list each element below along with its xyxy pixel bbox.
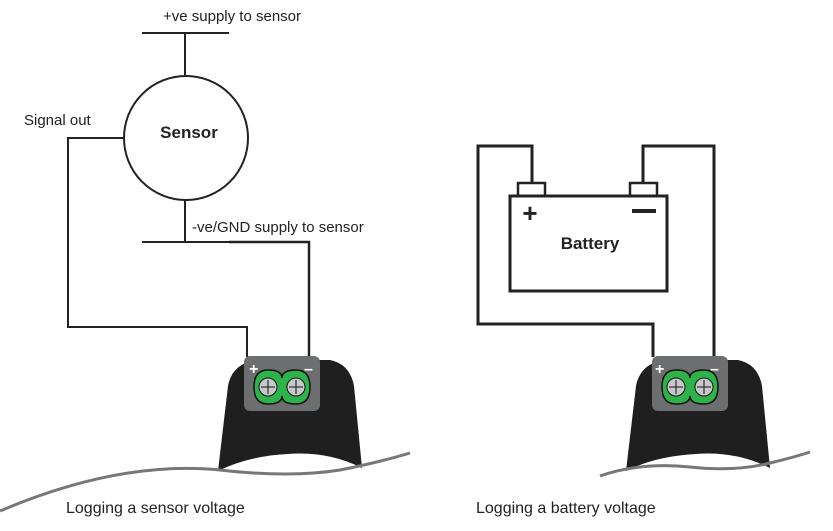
- battery-caption: Logging a battery voltage: [476, 500, 656, 517]
- signal-wire: [67, 137, 248, 357]
- sensor-diagram: +ve supply to sensor Sensor Signal out -…: [0, 8, 411, 517]
- battery-plus-sign: +: [522, 198, 537, 228]
- data-logger: [625, 355, 771, 472]
- logger-plus-label: +: [655, 361, 664, 378]
- logger-plus-label: +: [249, 361, 258, 378]
- battery-minus-sign: [632, 209, 656, 213]
- surface-line: [0, 451, 411, 513]
- logger-minus-label: –: [710, 361, 719, 378]
- surface-line: [599, 450, 811, 478]
- signal-out-label: Signal out: [24, 112, 92, 129]
- ground-supply-label: -ve/GND supply to sensor: [192, 219, 364, 236]
- sensor-caption: Logging a sensor voltage: [66, 500, 245, 517]
- battery-negative-wire: [641, 144, 716, 357]
- ground-to-logger-wire: [229, 240, 311, 357]
- battery-diagram: + Battery + – Logging a battery voltage: [476, 144, 811, 517]
- positive-supply-label: +ve supply to sensor: [163, 8, 301, 25]
- battery-label: Battery: [561, 234, 620, 253]
- sensor-label: Sensor: [160, 123, 218, 142]
- data-logger: [217, 355, 363, 472]
- logger-minus-label: –: [304, 361, 313, 378]
- battery-negative-terminal: [628, 181, 659, 198]
- battery-positive-terminal: [516, 181, 547, 198]
- battery-positive-wire: [476, 144, 655, 357]
